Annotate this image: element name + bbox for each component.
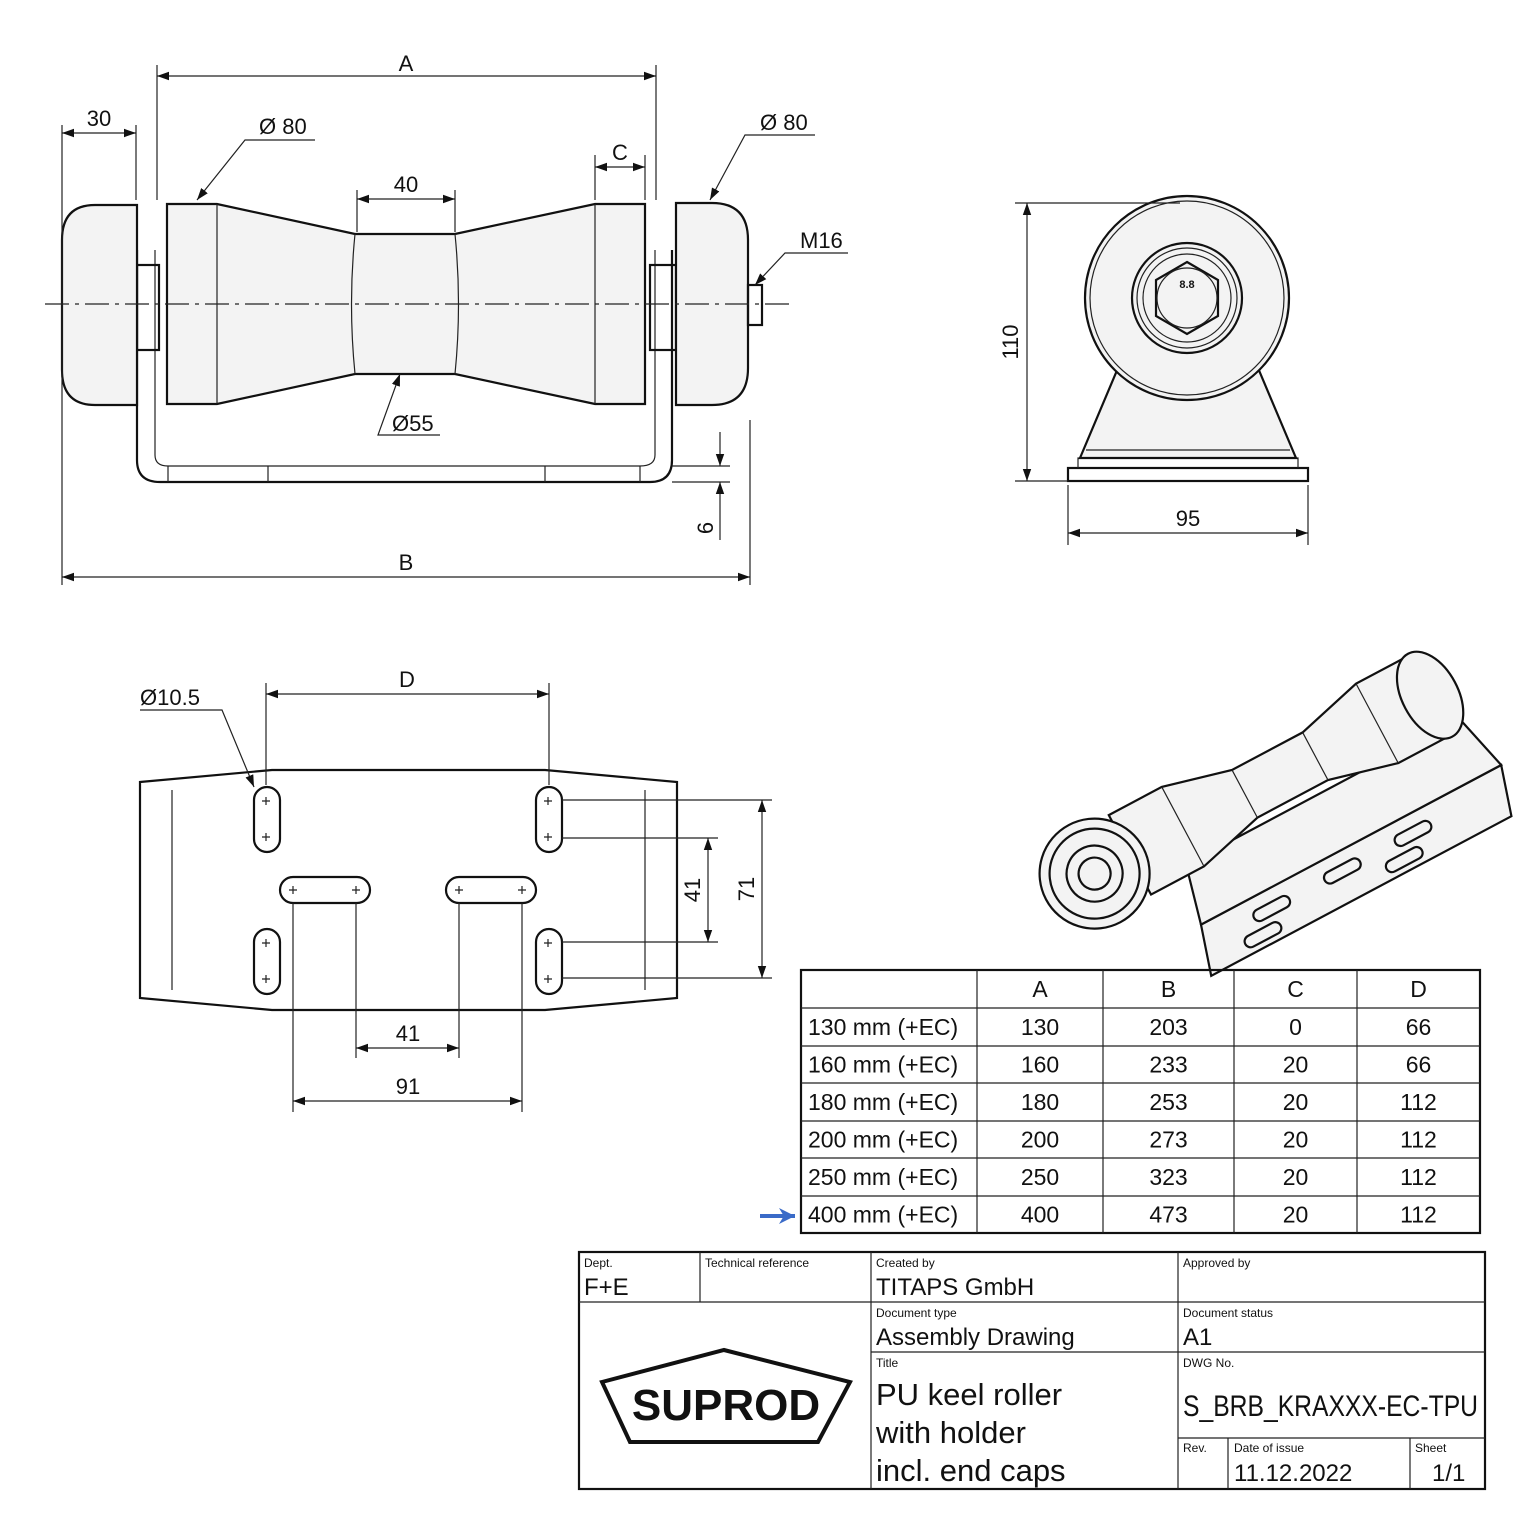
doc-status-value: A1 <box>1183 1324 1212 1351</box>
plate-view: D Ø10.5 41 91 41 71 <box>138 667 772 1112</box>
table-cell: 400 mm (+EC) <box>808 1202 958 1228</box>
table-cell: 20 <box>1283 1052 1309 1078</box>
end-cap-right <box>674 201 750 407</box>
isometric-view <box>1038 650 1513 978</box>
table-header-cell: D <box>1410 976 1427 1002</box>
table-cell: 180 mm (+EC) <box>808 1089 958 1115</box>
size-table: A B C D 130 mm (+EC) 130 203 0 66 160 mm (+EC) 160… <box>760 968 1482 1235</box>
dim-b: B <box>399 550 414 575</box>
dim-slot-41-h: 41 <box>396 1021 420 1046</box>
suprod-logo: SUPROD <box>599 1347 853 1444</box>
dim-plate-thickness: 6 <box>693 522 718 534</box>
created-by-value: TITAPS GmbH <box>876 1274 1034 1301</box>
table-header-cell: B <box>1161 976 1176 1002</box>
table-header-cell: C <box>1287 976 1304 1002</box>
table-cell: 66 <box>1406 1052 1432 1078</box>
table-cell: 253 <box>1149 1089 1187 1115</box>
table-cell: 200 mm (+EC) <box>808 1127 958 1153</box>
table-cell: 160 <box>1021 1052 1059 1078</box>
table-cell: 130 <box>1021 1014 1059 1040</box>
dim-d: D <box>399 667 415 692</box>
approved-by-label: Approved by <box>1183 1256 1250 1270</box>
dim-a: A <box>399 51 414 76</box>
m16-nut <box>746 283 764 327</box>
table-cell: 233 <box>1149 1052 1187 1078</box>
dwg-no-value: S_BRB_KRAXXX-EC-TPU <box>1183 1390 1478 1423</box>
hex-nut <box>1154 260 1220 336</box>
table-cell: 66 <box>1406 1014 1432 1040</box>
side-view: 8.8 110 95 <box>998 194 1310 545</box>
table-cell: 203 <box>1149 1014 1187 1040</box>
dim-dia-55: Ø55 <box>392 411 434 436</box>
dim-dia-80-left: Ø 80 <box>259 114 307 139</box>
dim-slot-91: 91 <box>396 1074 420 1099</box>
table-cell: 250 mm (+EC) <box>808 1164 958 1190</box>
dwg-no-label: DWG No. <box>1183 1356 1234 1370</box>
mounting-plate <box>138 768 679 1012</box>
table-cell: 0 <box>1289 1014 1302 1040</box>
title-label: Title <box>876 1356 899 1370</box>
slot-top-left <box>252 785 282 854</box>
dim-slot-71: 71 <box>734 877 759 901</box>
tech-ref-label: Technical reference <box>705 1256 809 1270</box>
end-cap-left <box>60 203 139 407</box>
table-cell: 112 <box>1400 1164 1437 1190</box>
sheet-label: Sheet <box>1415 1441 1447 1455</box>
dim-hole-dia: Ø10.5 <box>140 685 200 710</box>
front-view: A 30 Ø 80 Ø 80 C 40 M16 Ø55 6 B <box>45 51 848 585</box>
slot-top-right <box>534 785 564 854</box>
table-cell: 20 <box>1283 1089 1309 1115</box>
slot-center-right <box>444 875 538 905</box>
axle-stub-left <box>135 263 161 352</box>
dim-thread: M16 <box>800 228 843 253</box>
dim-width-95: 95 <box>1176 506 1200 531</box>
dim-slot-41-v: 41 <box>680 878 705 902</box>
table-cell: 20 <box>1283 1202 1309 1228</box>
date-label: Date of issue <box>1234 1441 1304 1455</box>
slot-bottom-right <box>534 927 564 996</box>
holder-bracket-inner <box>154 250 656 467</box>
dim-height-110: 110 <box>998 324 1023 359</box>
table-cell: 400 <box>1021 1202 1059 1228</box>
side-base-plate <box>1066 466 1310 483</box>
created-by-label: Created by <box>876 1256 935 1270</box>
dim-c: C <box>612 140 628 165</box>
dim-center-40: 40 <box>394 172 418 197</box>
table-cell: 250 <box>1021 1164 1059 1190</box>
table-cell: 273 <box>1149 1127 1187 1153</box>
title-line-3: incl. end caps <box>876 1453 1066 1488</box>
table-cell: 473 <box>1149 1202 1187 1228</box>
title-line-1: PU keel roller <box>876 1377 1062 1412</box>
table-cell: 20 <box>1283 1164 1309 1190</box>
side-roller <box>1083 194 1291 402</box>
slot-bottom-left <box>252 927 282 996</box>
logo-text: SUPROD <box>632 1381 820 1430</box>
table-cell: 112 <box>1400 1202 1437 1228</box>
table-cell: 200 <box>1021 1127 1059 1153</box>
title-block: Dept. F+E Technical reference Created by… <box>577 1250 1487 1491</box>
rev-label: Rev. <box>1183 1441 1207 1455</box>
table-cell: 112 <box>1400 1089 1437 1115</box>
sheet-value: 1/1 <box>1432 1460 1465 1487</box>
doc-type-label: Document type <box>876 1306 957 1320</box>
table-header-cell: A <box>1032 976 1048 1002</box>
dept-value: F+E <box>584 1274 629 1301</box>
dim-end-cap-width: 30 <box>87 106 111 131</box>
dept-label: Dept. <box>584 1256 613 1270</box>
dim-dia-80-right: Ø 80 <box>760 110 808 135</box>
title-line-2: with holder <box>875 1415 1026 1450</box>
table-cell: 180 <box>1021 1089 1059 1115</box>
table-cell: 160 mm (+EC) <box>808 1052 958 1078</box>
holder-bracket <box>135 250 674 484</box>
table-cell: 130 mm (+EC) <box>808 1014 958 1040</box>
doc-status-label: Document status <box>1183 1306 1273 1320</box>
nut-grade-label: 8.8 <box>1179 279 1194 291</box>
table-cell: 20 <box>1283 1127 1309 1153</box>
date-value: 11.12.2022 <box>1234 1460 1352 1487</box>
table-cell: 323 <box>1149 1164 1187 1190</box>
doc-type-value: Assembly Drawing <box>876 1324 1075 1351</box>
table-cell: 112 <box>1400 1127 1437 1153</box>
slot-center-left <box>278 875 372 905</box>
